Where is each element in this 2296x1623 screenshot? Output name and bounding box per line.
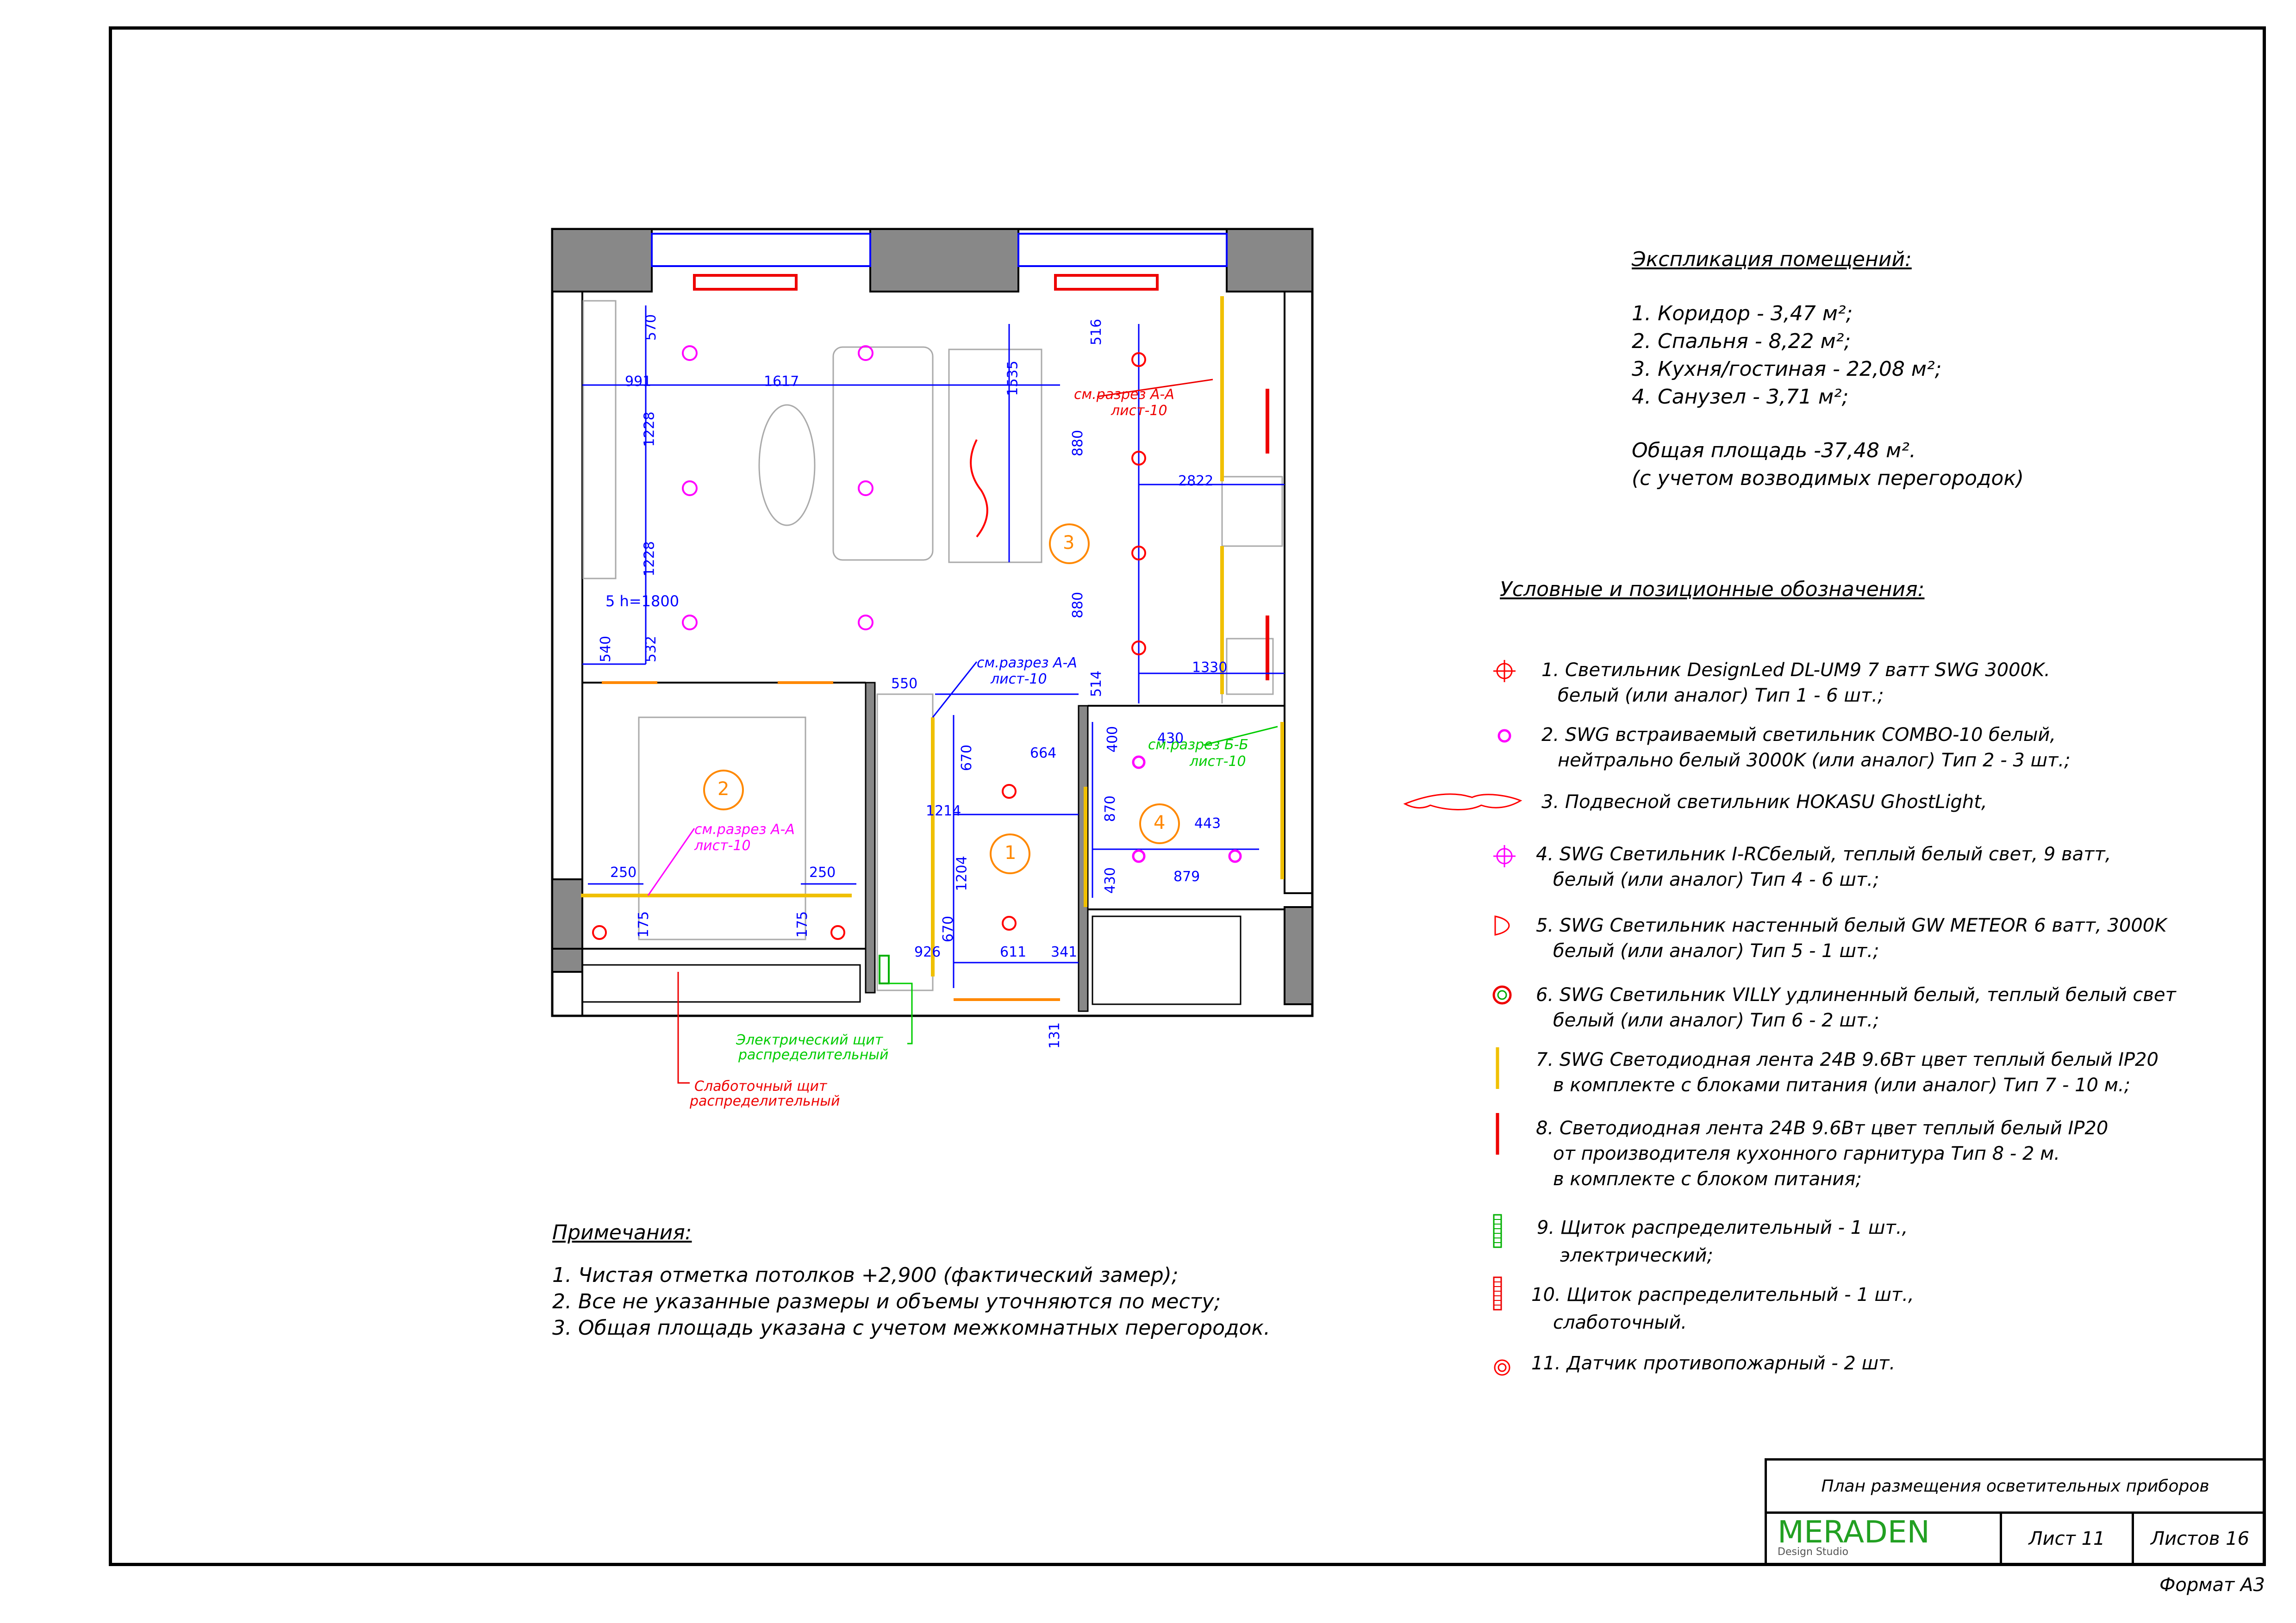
wall-light-icon — [1494, 915, 1510, 936]
legend-item-5-sub: белый (или аналог) Тип 5 - 1 шт.; — [1553, 940, 1879, 962]
sheet-total: Листов 16 — [2150, 1528, 2250, 1549]
smoke-detector-icon — [1494, 1359, 1510, 1376]
red-panel-icon — [1493, 1276, 1502, 1311]
explication-title: Экспликация помещений: — [1632, 248, 1912, 271]
drawing-title: План размещения осветительных приборов — [1821, 1476, 2209, 1496]
legend-title: Условные и позиционные обозначения: — [1500, 578, 1925, 601]
legend-item-4-sub: белый (или аналог) Тип 4 - 6 шт.; — [1553, 869, 1879, 890]
paper-format: Формат А3 — [2159, 1574, 2265, 1596]
green-panel-icon — [1493, 1214, 1502, 1248]
note-item: 3. Общая площадь указана с учетом межком… — [552, 1316, 1270, 1340]
explication-total: Общая площадь -37,48 м². — [1632, 439, 1916, 462]
legend-item-3: 3. Подвесной светильник HOKASU GhostLigh… — [1541, 791, 1987, 813]
explication-total-note: (с учетом возводимых перегородок) — [1632, 466, 2024, 490]
sheet-number: Лист 11 — [2028, 1528, 2105, 1549]
recessed-light-icon — [1497, 729, 1511, 743]
explication-room: 3. Кухня/гостиная - 22,08 м²; — [1632, 357, 1942, 381]
oval-light-icon — [1492, 985, 1512, 1005]
explication-room: 2. Спальня - 8,22 м²; — [1632, 330, 1851, 353]
drawing-frame — [109, 26, 2266, 1566]
legend-item-9: 9. Щиток распределительный - 1 шт., — [1537, 1217, 1908, 1238]
note-item: 2. Все не указанные размеры и объемы уто… — [552, 1290, 1221, 1313]
notes-title: Примечания: — [552, 1221, 692, 1244]
legend-item-8: 8. Светодиодная лента 24В 9.6Вт цвет теп… — [1536, 1118, 2109, 1139]
legend-item-9-sub: электрический; — [1560, 1245, 1713, 1266]
title-block-sheet-cell — [2000, 1511, 2134, 1566]
legend-item-4: 4. SWG Светильник I-RCбелый, теплый белы… — [1536, 844, 2111, 865]
company-logo: MERADEN — [1778, 1514, 1930, 1550]
note-item: 1. Чистая отметка потолков +2,900 (факти… — [552, 1263, 1179, 1287]
legend-item-8-sub: от производителя кухонного гарнитура Тип… — [1553, 1143, 2060, 1164]
legend-item-10: 10. Щиток распределительный - 1 шт., — [1531, 1284, 1914, 1306]
legend-item-8-sub2: в комплекте с блоком питания; — [1553, 1169, 1862, 1190]
legend-item-6-sub: белый (или аналог) Тип 6 - 2 шт.; — [1553, 1010, 1879, 1031]
crosshair-light-icon — [1493, 660, 1516, 682]
legend-item-1: 1. Светильник DesignLed DL-UM9 7 ватт SW… — [1541, 659, 2050, 681]
legend-item-2: 2. SWG встраиваемый светильник COMBO-10 … — [1541, 724, 2056, 746]
company-subtitle: Design Studio — [1778, 1546, 1849, 1558]
explication-room: 4. Санузел - 3,71 м²; — [1632, 385, 1849, 409]
legend-item-2-sub: нейтрально белый 3000K (или аналог) Тип … — [1558, 750, 2071, 771]
legend-item-5: 5. SWG Светильник настенный белый GW MET… — [1536, 915, 2167, 936]
yellow-strip-icon — [1496, 1047, 1499, 1089]
legend-item-1-sub: белый (или аналог) Тип 1 - 6 шт.; — [1558, 685, 1884, 706]
legend-item-6: 6. SWG Светильник VILLY удлиненный белый… — [1536, 984, 2176, 1006]
pendant-light-icon — [1403, 793, 1522, 810]
spot-light-icon — [1493, 845, 1516, 867]
legend-item-7: 7. SWG Светодиодная лента 24В 9.6Вт цвет… — [1536, 1049, 2159, 1070]
legend-item-10-sub: слаботочный. — [1553, 1312, 1687, 1333]
red-strip-icon — [1496, 1113, 1499, 1155]
explication-room: 1. Коридор - 3,47 м²; — [1632, 302, 1853, 325]
legend-item-11: 11. Датчик противопожарный - 2 шт. — [1531, 1353, 1896, 1374]
legend-item-7-sub: в комплекте с блоками питания (или анало… — [1553, 1075, 2131, 1096]
